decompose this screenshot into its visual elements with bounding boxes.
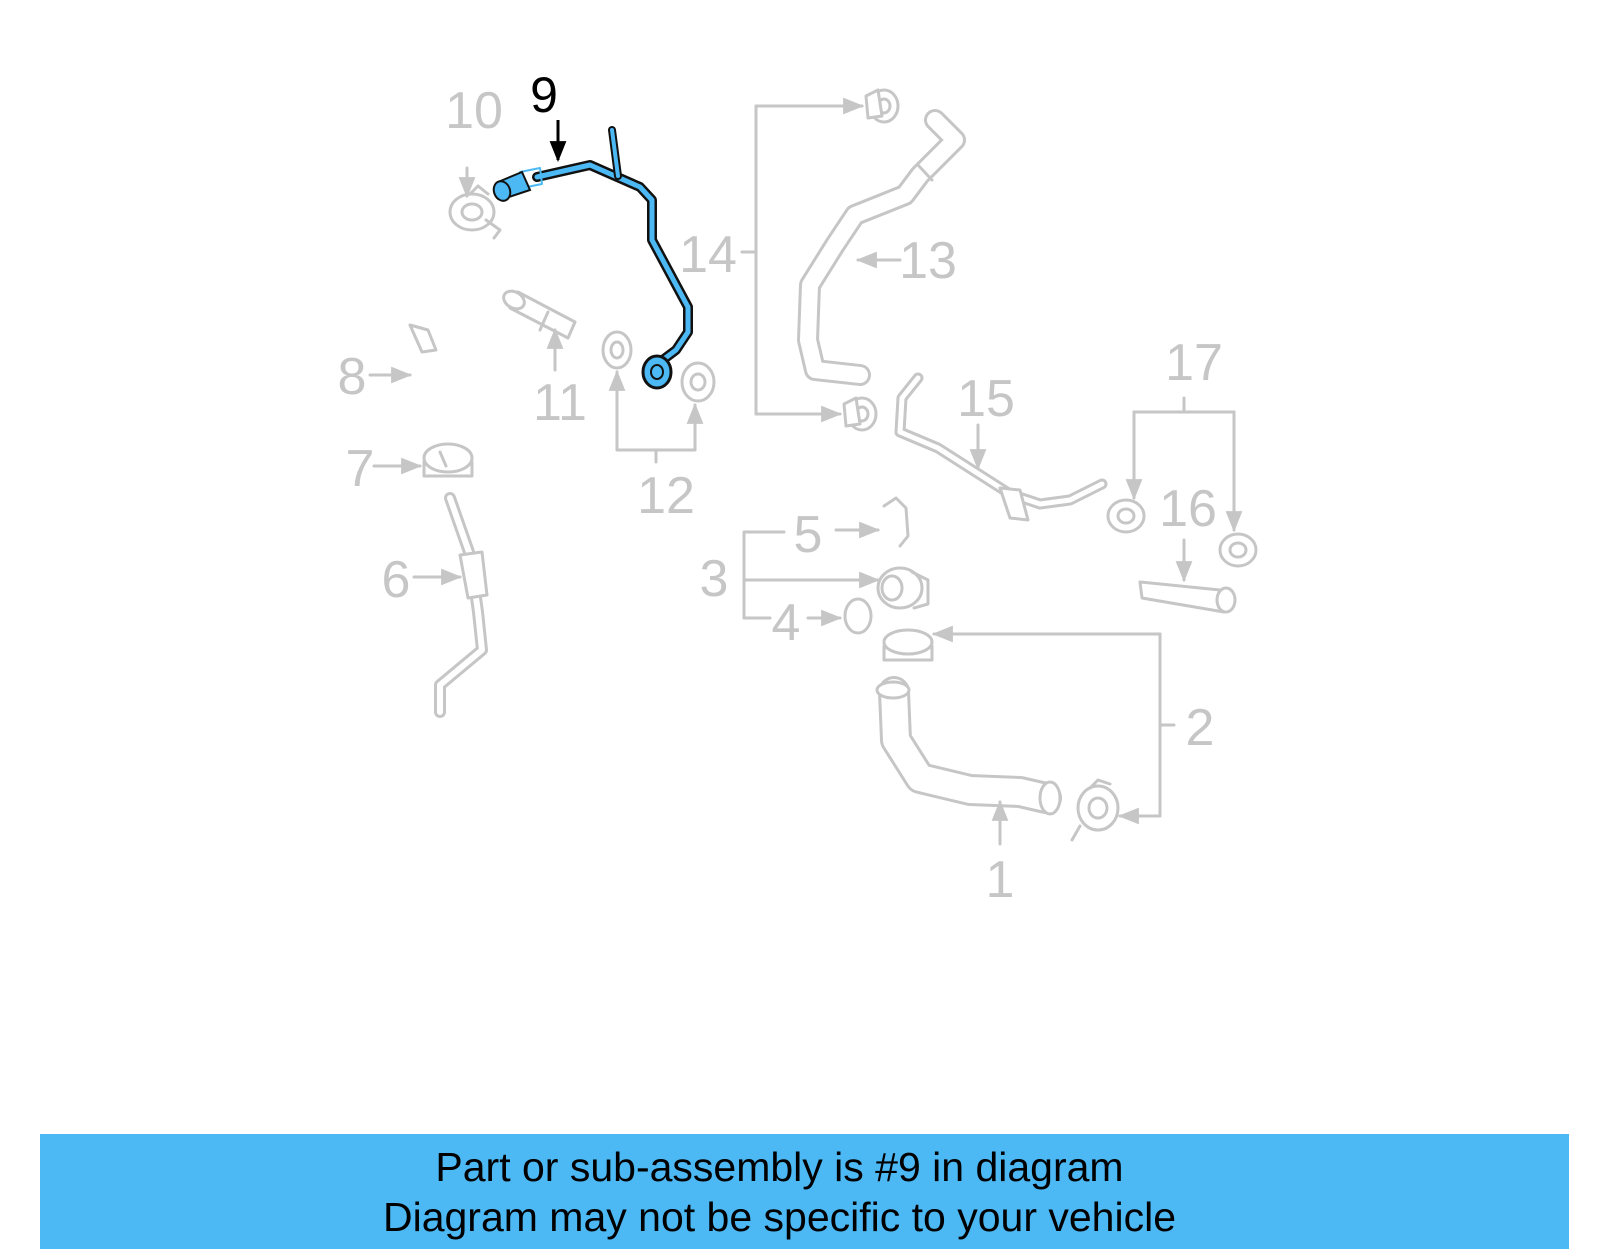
callout-10: 10	[445, 82, 503, 140]
callout-11: 11	[533, 374, 587, 432]
part-9-banjo	[641, 354, 673, 390]
callout-3: 3	[700, 550, 729, 608]
part-8-pipe[interactable]	[356, 220, 442, 422]
part-10-clamp[interactable]	[448, 184, 502, 240]
callout-16: 16	[1159, 480, 1217, 538]
part-9-branch-fill	[610, 128, 620, 178]
part-12-gaskets[interactable]	[601, 330, 716, 403]
callout-2: 2	[1186, 699, 1215, 757]
part-3-housing[interactable]	[876, 566, 930, 610]
part-7-clamp[interactable]	[422, 442, 474, 478]
callout-13: 13	[899, 232, 957, 290]
callout-8: 8	[338, 348, 367, 406]
callout-6: 6	[382, 551, 411, 609]
part-14-clamp-top[interactable]	[864, 88, 900, 124]
part-16-hose[interactable]	[1138, 580, 1237, 614]
part-5-clip[interactable]	[882, 496, 910, 548]
banner-line-2: Diagram may not be specific to your vehi…	[382, 1193, 1176, 1240]
part-14-clamp-bottom[interactable]	[842, 396, 878, 432]
part-9-pipe-fill	[534, 162, 691, 365]
part-11-hose[interactable]	[500, 288, 577, 340]
parts-diagram: 9	[338, 67, 1258, 909]
callout-7: 7	[346, 440, 375, 498]
part-2-clamp-bottom[interactable]	[1070, 778, 1120, 842]
part-15-pipe[interactable]	[894, 372, 1108, 522]
callout-4: 4	[772, 594, 801, 652]
callout-14: 14	[679, 226, 737, 284]
part-2-clamp-top[interactable]	[882, 628, 934, 662]
callout-17: 17	[1165, 334, 1223, 392]
part-9-end-cap	[492, 180, 512, 202]
callout-15: 15	[957, 370, 1015, 428]
part-17-clamp-b[interactable]	[1218, 532, 1258, 568]
part-9-pipe-highlighted[interactable]	[491, 126, 693, 390]
part-13-hose[interactable]	[797, 109, 966, 386]
part-4-oring[interactable]	[843, 597, 873, 635]
callout-5: 5	[794, 506, 823, 564]
callout-1: 1	[986, 851, 1015, 909]
callout-9: 9	[530, 67, 558, 123]
banner-line-1: Part or sub-assembly is #9 in diagram	[435, 1143, 1124, 1190]
part-17-clamp-a[interactable]	[1106, 498, 1146, 534]
part-6-pipe[interactable]	[434, 492, 489, 718]
part-1-hose[interactable]	[875, 676, 1062, 816]
info-banner: Part or sub-assembly is #9 in diagram Di…	[40, 1134, 1569, 1249]
callout-12: 12	[637, 467, 695, 525]
